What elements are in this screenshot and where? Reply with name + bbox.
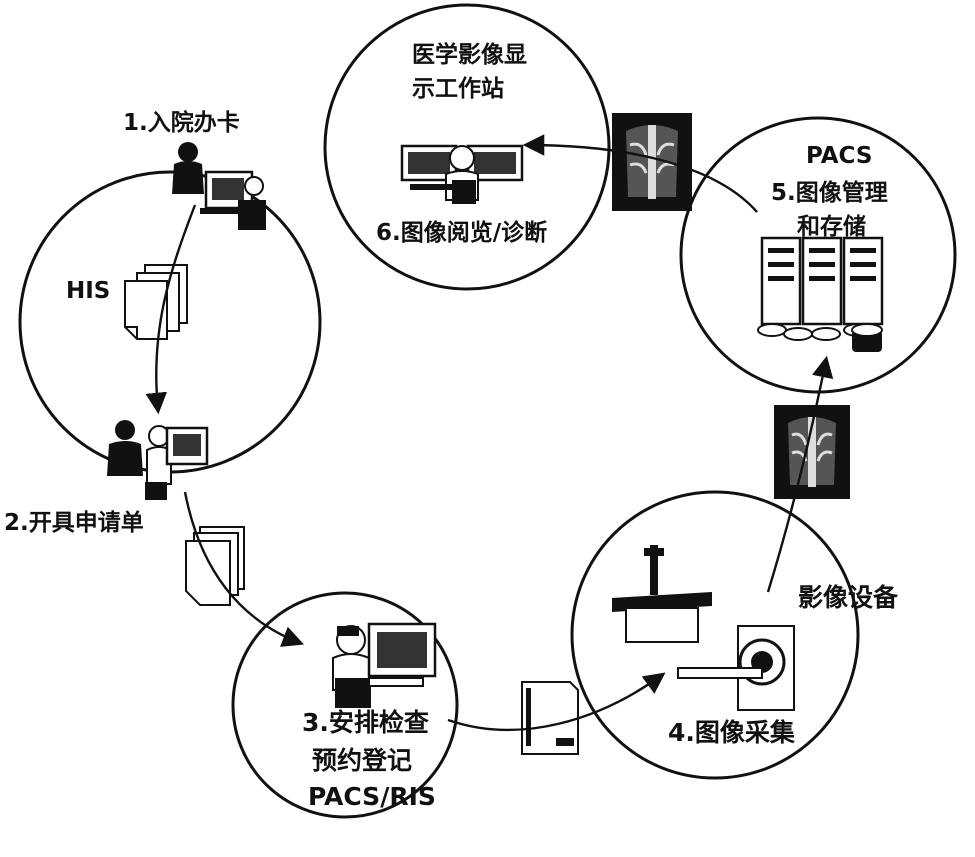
step5-label-line2: 和存储 bbox=[797, 213, 866, 240]
step2-label: 2.开具申请单 bbox=[4, 509, 144, 536]
step3-label-line3: PACS/RIS bbox=[308, 782, 436, 811]
scheduling-circle bbox=[231, 591, 459, 819]
scheduler-at-computer-icon bbox=[332, 622, 437, 708]
modality-circle bbox=[570, 490, 860, 780]
step3-label-line2: 预约登记 bbox=[312, 746, 412, 775]
workstation-circle bbox=[323, 3, 611, 291]
ct-scanner-icon bbox=[612, 545, 795, 711]
document-stack-icon bbox=[124, 264, 188, 340]
workstation-label-line1: 医学影像显 bbox=[412, 41, 527, 68]
his-label: HIS bbox=[66, 278, 110, 304]
doctor-with-patient-icon bbox=[107, 420, 209, 500]
radiologist-at-workstation-icon bbox=[400, 144, 524, 204]
chest-xray-film-icon bbox=[774, 405, 850, 499]
person-at-computer-icon bbox=[172, 142, 266, 230]
document-stack-icon bbox=[185, 526, 245, 606]
chest-xray-film-icon bbox=[612, 113, 692, 211]
step6-label: 6.图像阅览/诊断 bbox=[376, 219, 547, 246]
step1-label: 1.入院办卡 bbox=[123, 109, 240, 136]
step4-label: 4.图像采集 bbox=[668, 718, 796, 747]
modality-label: 影像设备 bbox=[798, 583, 899, 612]
workstation-label-line2: 示工作站 bbox=[412, 76, 504, 102]
pacs-circle bbox=[679, 116, 957, 394]
step5-label-line1: 5.图像管理 bbox=[771, 179, 888, 206]
server-rack-icon bbox=[757, 236, 884, 352]
pacs-label: PACS bbox=[806, 143, 872, 169]
request-form-icon bbox=[521, 681, 579, 755]
step3-label-line1: 3.安排检查 bbox=[302, 708, 429, 737]
